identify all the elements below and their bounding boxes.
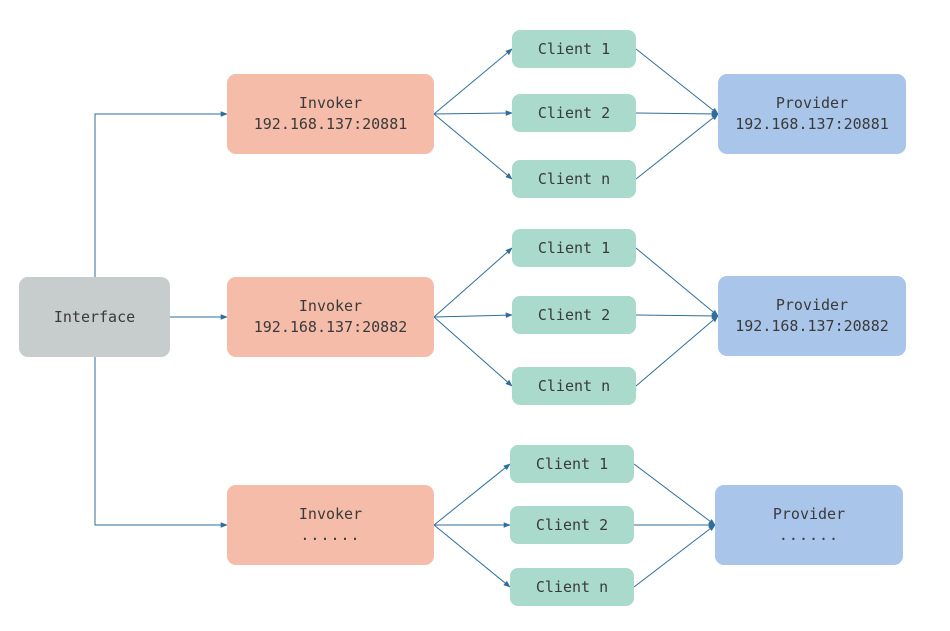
client-label: Client n — [537, 169, 611, 188]
edge-invoker-2-client-3 — [433, 316, 513, 387]
invoker-node-1[interactable]: Invoker 192.168.137:20881 — [227, 74, 434, 154]
edge-client-1-provider-3 — [633, 463, 716, 526]
edge-invoker-3-client-3 — [433, 524, 511, 588]
edge-invoker-2-client-2 — [433, 312, 513, 318]
client-node-3-1[interactable]: Client 1 — [510, 445, 634, 483]
provider-title: Provider — [775, 94, 849, 112]
invoker-title: Invoker — [298, 297, 363, 315]
edge-invoker-1-client-3 — [433, 113, 513, 180]
edge-client-3-provider-3 — [633, 524, 716, 588]
edge-interface-invoker-3 — [94, 357, 228, 528]
client-label: Client 1 — [537, 238, 611, 257]
provider-node-1[interactable]: Provider 192.168.137:20881 — [718, 74, 906, 154]
client-label: Client n — [537, 376, 611, 395]
edge-client-3-provider-1 — [635, 113, 719, 180]
interface-node[interactable]: Interface — [19, 277, 170, 357]
client-node-2-n[interactable]: Client n — [512, 367, 636, 405]
client-label: Client 2 — [537, 103, 611, 122]
edge-invoker-2-client-1 — [433, 247, 513, 318]
edge-invoker-1-client-1 — [433, 48, 513, 115]
client-label: Client 2 — [537, 305, 611, 324]
client-label: Client 1 — [537, 39, 611, 58]
invoker-node-3[interactable]: Invoker ...... — [227, 485, 434, 565]
invoker-title: Invoker — [298, 505, 363, 523]
edge-invoker-1-client-2 — [433, 110, 513, 116]
invoker-address: 192.168.137:20882 — [253, 318, 408, 336]
client-node-3-2[interactable]: Client 2 — [510, 506, 634, 544]
provider-address: 192.168.137:20881 — [735, 115, 889, 133]
invoker-address: 192.168.137:20881 — [253, 115, 408, 133]
provider-node-2[interactable]: Provider 192.168.137:20882 — [718, 276, 906, 356]
client-label: Client n — [535, 577, 609, 596]
client-node-1-1[interactable]: Client 1 — [512, 30, 636, 68]
interface-label: Interface — [53, 307, 136, 326]
client-node-3-n[interactable]: Client n — [510, 568, 634, 606]
client-label: Client 1 — [535, 454, 609, 473]
invoker-title: Invoker — [298, 94, 363, 112]
edge-client-1-provider-1 — [635, 48, 719, 115]
provider-node-3[interactable]: Provider ...... — [715, 485, 903, 565]
provider-title: Provider — [772, 505, 846, 523]
edge-invoker-3-client-1 — [433, 463, 511, 526]
client-node-2-2[interactable]: Client 2 — [512, 296, 636, 334]
client-node-1-2[interactable]: Client 2 — [512, 94, 636, 132]
edge-client-2-provider-2 — [635, 313, 719, 319]
edge-client-1-provider-2 — [635, 247, 719, 317]
edge-client-2-provider-1 — [635, 111, 719, 117]
client-node-2-1[interactable]: Client 1 — [512, 229, 636, 267]
provider-title: Provider — [775, 296, 849, 314]
edge-interface-invoker-1 — [94, 111, 228, 277]
provider-address: ...... — [778, 526, 840, 544]
invoker-address: ...... — [300, 526, 361, 544]
client-label: Client 2 — [535, 515, 609, 534]
provider-address: 192.168.137:20882 — [735, 317, 889, 335]
client-node-1-n[interactable]: Client n — [512, 160, 636, 198]
invoker-node-2[interactable]: Invoker 192.168.137:20882 — [227, 277, 434, 357]
edge-client-3-provider-2 — [635, 315, 719, 387]
